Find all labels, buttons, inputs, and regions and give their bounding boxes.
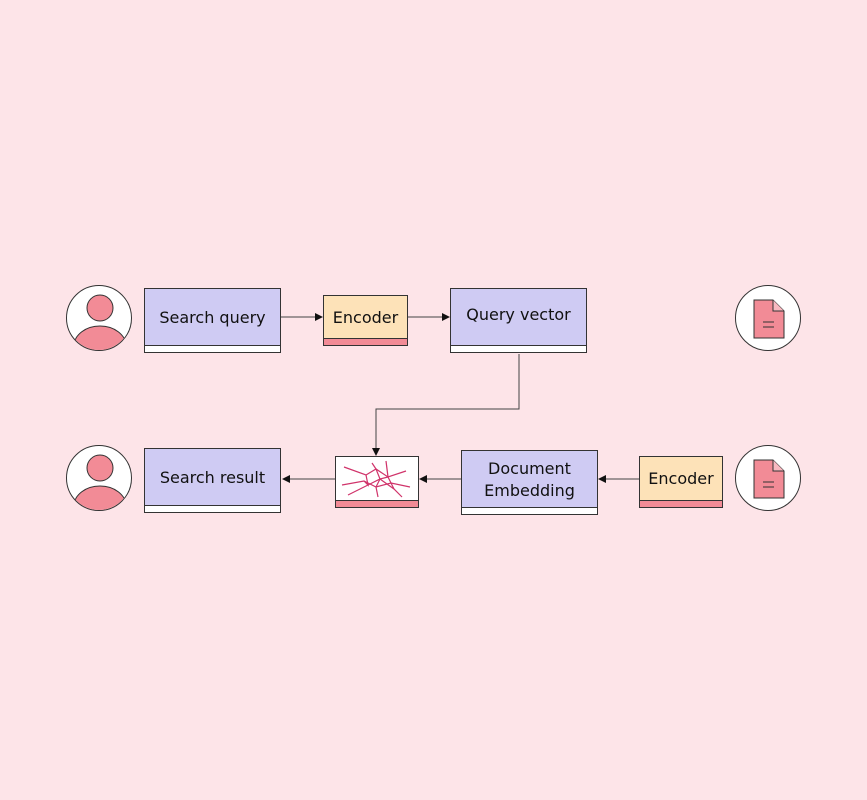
document-embedding-line1: Document	[488, 458, 571, 478]
user-icon	[73, 454, 127, 510]
encoder-top-label: Encoder	[332, 307, 399, 327]
query-vector-box: Query vector	[450, 288, 587, 353]
encoder-bottom-box: Encoder	[639, 456, 723, 508]
user-avatar-result	[66, 445, 132, 511]
document-icon	[753, 459, 785, 499]
user-icon	[73, 294, 127, 350]
search-query-label: Search query	[159, 307, 266, 327]
search-result-label: Search result	[159, 467, 266, 487]
document-avatar-bottom	[735, 445, 801, 511]
search-result-box: Search result	[144, 448, 281, 513]
vector-network-icon	[341, 460, 411, 498]
encoder-top-box: Encoder	[323, 295, 408, 346]
document-icon	[753, 299, 785, 339]
document-embedding-label: Document Embedding	[484, 458, 575, 502]
vector-search-box	[335, 456, 419, 508]
search-query-box: Search query	[144, 288, 281, 353]
encoder-bottom-label: Encoder	[648, 469, 714, 488]
arrow-vector-to-search	[372, 354, 520, 456]
document-embedding-box: Document Embedding	[461, 450, 598, 515]
document-avatar-top	[735, 285, 801, 351]
document-embedding-line2: Embedding	[484, 480, 575, 500]
query-vector-label: Query vector	[466, 304, 571, 324]
user-avatar-query	[66, 285, 132, 351]
